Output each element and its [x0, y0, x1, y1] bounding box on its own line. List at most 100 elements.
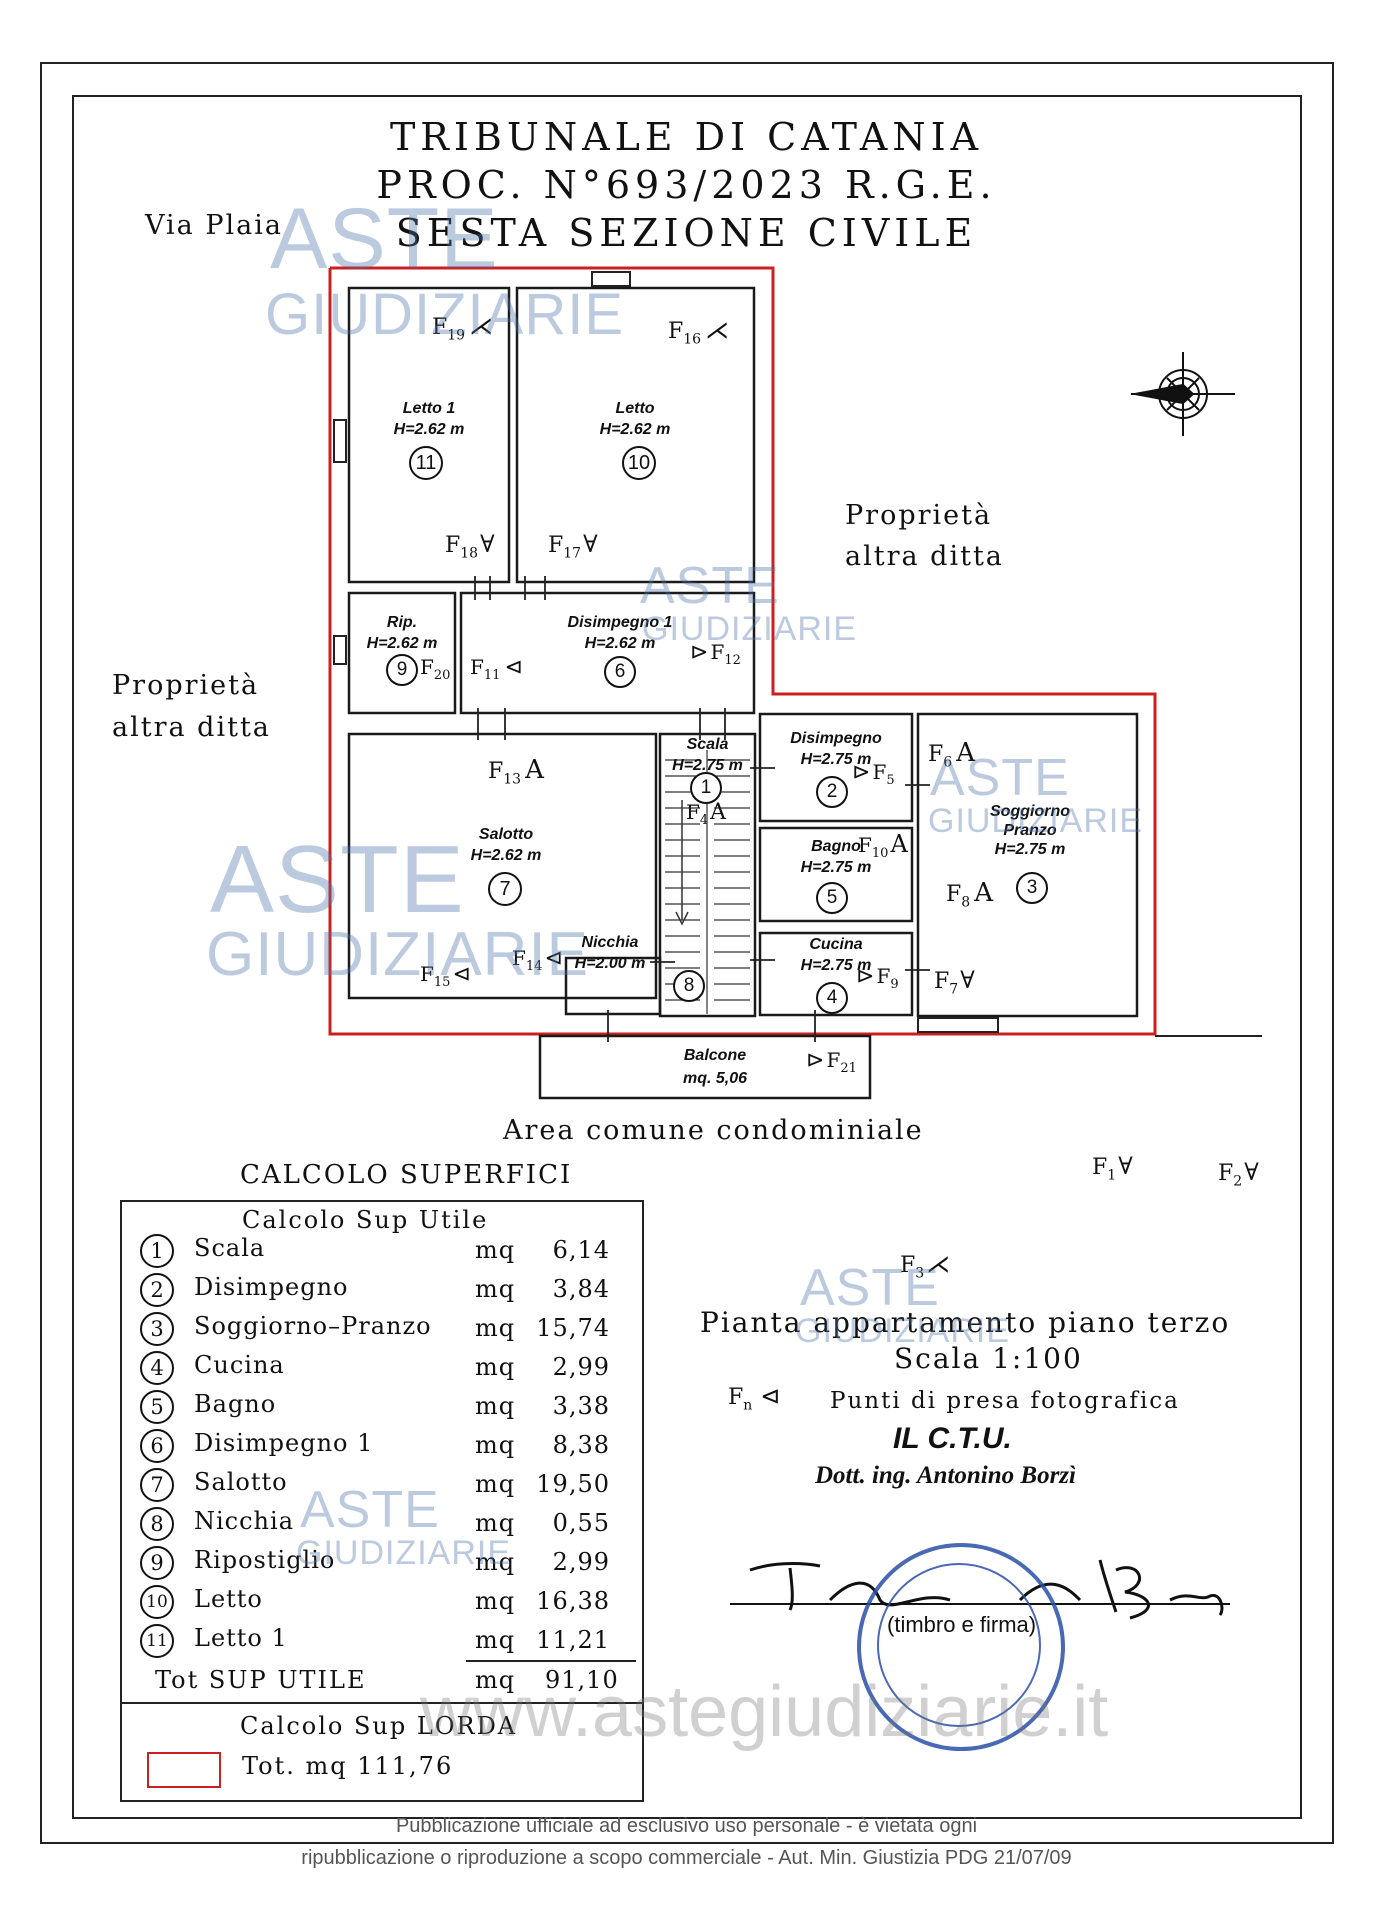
room-number-10: 10 — [622, 446, 656, 480]
photo-point-f14: F14⊲ — [512, 946, 563, 974]
room-soggiorno — [916, 712, 1139, 1018]
watermark-giudiziarie: GIUDIZIARIE — [928, 802, 1144, 840]
photo-point-f17: F17∀ — [548, 530, 598, 562]
footer-line-2: ripubblicazione o riproduzione a scopo c… — [301, 1847, 1072, 1869]
stamp-seal — [857, 1543, 1065, 1751]
photo-point-f19: F19⋌ — [432, 312, 494, 344]
stamp-label: (timbro e firma) — [887, 1612, 1037, 1637]
legend-punti: Punti di presa fotografica — [830, 1388, 1180, 1414]
calc-utile-title: Calcolo Sup Utile — [242, 1206, 489, 1234]
room-scala — [658, 732, 757, 1018]
photo-point-f15: F15⊲ — [420, 962, 471, 990]
room-number-3: 3 — [1016, 872, 1048, 904]
room-rip — [347, 591, 457, 715]
room-number-6: 6 — [604, 656, 636, 688]
compass-icon — [1131, 352, 1235, 436]
header-line-3: SESTA SEZIONE CIVILE — [395, 211, 978, 255]
ctu-title: IL C.T.U. — [893, 1422, 1012, 1455]
inner-frame — [72, 95, 1302, 1819]
calc-lorda-title: Calcolo Sup LORDA — [240, 1712, 518, 1740]
photo-point-f3: F3⋌ — [900, 1250, 951, 1282]
calc-tot-unit: mq — [475, 1666, 516, 1694]
neighbor-right-line1: Proprietà — [845, 500, 993, 531]
photo-point-f2: F2∀ — [1218, 1158, 1259, 1190]
room-balcone — [538, 1034, 872, 1100]
watermark-aste: ASTE — [800, 1259, 940, 1317]
room-salotto — [347, 732, 658, 1000]
legend-fn-symbol: Fn⊲ — [728, 1382, 781, 1414]
outer-frame — [40, 62, 1334, 1844]
neighbor-left-line2: altra ditta — [112, 712, 271, 743]
room-disimpegno1 — [459, 591, 756, 715]
photo-point-f7: F7∀ — [934, 966, 975, 998]
room-number-4: 4 — [816, 982, 848, 1014]
photo-point-f11: F11⊲ — [470, 655, 523, 683]
calc-tot-value: 91,10 — [545, 1666, 619, 1694]
room-letto1 — [347, 286, 511, 584]
calc-tot-line — [466, 1660, 636, 1662]
watermark-aste: ASTE — [930, 749, 1070, 807]
watermark-aste: ASTE — [270, 191, 499, 287]
footer-line-1: Pubblicazione ufficiale ad esclusivo uso… — [395, 1815, 978, 1837]
photo-point-f16: F16⋌ — [668, 316, 730, 348]
photo-point-f12: ⊳F12 — [690, 640, 741, 668]
watermark-aste: ASTE — [300, 1481, 440, 1539]
room-letto — [515, 286, 756, 584]
watermark-url: www.astegiudiziarie.it — [420, 1672, 1109, 1752]
ctu-name: Dott. ing. Antonino Borzì — [815, 1462, 1076, 1489]
neighbor-left-line1: Proprietà — [112, 670, 260, 701]
header-line-2: PROC. N°693/2023 R.G.E. — [376, 163, 997, 207]
plan-title: Pianta appartamento piano terzo — [700, 1306, 1231, 1339]
room-number-2: 2 — [816, 776, 848, 808]
room-number-8: 8 — [673, 970, 705, 1002]
photo-point-f1: F1∀ — [1092, 1152, 1133, 1184]
header-line-1: TRIBUNALE DI CATANIA — [389, 115, 984, 159]
room-number-9: 9 — [386, 654, 418, 686]
photo-point-f21: ⊳F21 — [806, 1048, 857, 1076]
calc-title: CALCOLO SUPERFICI — [240, 1160, 573, 1190]
watermark-giudiziarie: GIUDIZIARIE — [642, 610, 858, 648]
room-cucina — [758, 931, 914, 1017]
room-bagno — [758, 826, 914, 923]
plan-scale: Scala 1:100 — [894, 1342, 1083, 1375]
room-number-1: 1 — [690, 772, 722, 804]
common-area-label: Area comune condominiale — [503, 1115, 924, 1146]
lorda-legend-swatch — [147, 1752, 221, 1788]
room-number-7: 7 — [488, 872, 522, 906]
photo-point-f20: F20 — [420, 655, 451, 683]
floor-plan — [328, 266, 1262, 1100]
street-label: Via Plaia — [145, 210, 283, 241]
photo-point-f4: F4A — [686, 800, 727, 828]
watermark-giudiziarie: GIUDIZIARIE — [265, 282, 625, 347]
calc-tot-label: Tot SUP UTILE — [155, 1666, 367, 1694]
calc-table: Calcolo Sup Utile — [120, 1200, 644, 1802]
watermark-aste: ASTE — [210, 826, 465, 933]
watermark-giudiziarie: GIUDIZIARIE — [206, 920, 590, 989]
watermark-aste: ASTE — [640, 557, 780, 615]
watermark-giudiziarie: GIUDIZIARIE — [795, 1312, 1011, 1350]
